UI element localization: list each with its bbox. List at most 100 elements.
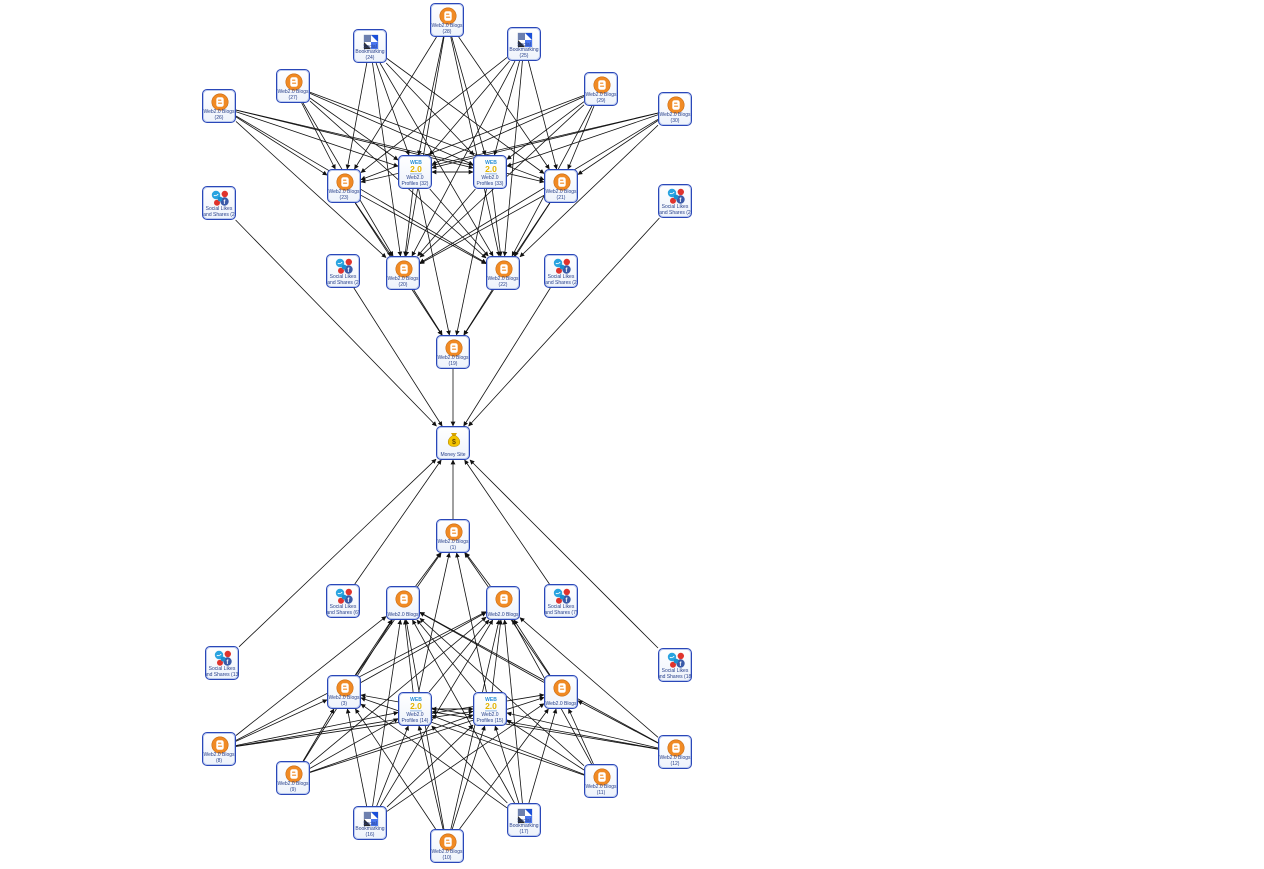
edge-p32-to-b20 <box>403 188 414 257</box>
edge-p15-to-b1 <box>455 552 487 693</box>
blogger-icon <box>495 260 513 278</box>
node-sA[interactable]: f Social Likes and Shares (2 <box>326 254 360 288</box>
svg-text:2.0: 2.0 <box>485 164 497 174</box>
edge-sB-to-money <box>463 287 551 427</box>
edge-b3-to-bL <box>354 619 393 676</box>
bookmark-icon <box>362 33 380 51</box>
node-b12[interactable]: Web2.0 Blogs (12) <box>658 735 692 769</box>
node-label: Web2.0 Blogs (23) <box>328 189 360 201</box>
edge-b30-to-b21 <box>577 120 659 175</box>
node-s7[interactable]: f Social Likes and Shares (7) <box>544 584 578 618</box>
node-s6[interactable]: f Social Likes and Shares (6) <box>326 584 360 618</box>
edge-k17-to-bR <box>502 619 523 804</box>
edge-b11-to-p14 <box>431 714 585 775</box>
node-b4[interactable]: Web2.0 Blogs <box>544 675 578 709</box>
edge-b8-to-bR <box>235 611 487 741</box>
edge-b27-to-p33 <box>309 93 474 166</box>
edge-b20-to-b19 <box>413 289 443 336</box>
node-label: Web2.0 Profiles (32) <box>401 175 429 187</box>
blogger-icon <box>593 768 611 786</box>
node-b1[interactable]: Web2.0 Blogs (1) <box>436 519 470 553</box>
edge-s7-to-money <box>464 459 550 585</box>
edge-b28-to-b23 <box>354 36 437 170</box>
node-b30[interactable]: Web2.0 Blogs (30) <box>658 92 692 126</box>
blogger-icon <box>211 93 229 111</box>
node-k16[interactable]: Social Bookmarking (16) <box>353 806 387 840</box>
edge-k16-to-bL <box>372 619 403 807</box>
node-b20[interactable]: Web2.0 Blogs (20) <box>386 256 420 290</box>
node-label: Web2.0 Blogs (8) <box>203 752 235 764</box>
edge-b28-to-b20 <box>404 36 445 257</box>
money-bag-icon: $ <box>445 430 463 448</box>
node-b23[interactable]: Web2.0 Blogs (23) <box>327 169 361 203</box>
node-bL[interactable]: Web2.0 Blogs <box>386 586 420 620</box>
node-money[interactable]: $ Money Site <box>436 426 470 460</box>
edge-k17-to-p15 <box>494 725 520 804</box>
node-b9[interactable]: Web2.0 Blogs (9) <box>276 761 310 795</box>
edge-p33-to-b19 <box>455 188 487 336</box>
svg-text:2.0: 2.0 <box>410 164 422 174</box>
node-p33[interactable]: WEB 2.0 Web2.0 Profiles (33) <box>473 155 507 189</box>
node-b29[interactable]: Web2.0 Blogs (29) <box>584 72 618 106</box>
node-b26[interactable]: Web2.0 Blogs (26) <box>202 89 236 123</box>
node-k25[interactable]: Social Bookmarking (25) <box>507 27 541 61</box>
svg-text:WEB: WEB <box>485 697 497 703</box>
node-sB[interactable]: f Social Likes and Shares (2 <box>544 254 578 288</box>
edge-k24-to-b22 <box>379 62 494 257</box>
node-sC[interactable]: f Social Likes and Shares (2 <box>202 186 236 220</box>
node-label: Social Likes and Shares (6) <box>326 604 360 616</box>
node-p32[interactable]: WEB 2.0 Web2.0 Profiles (32) <box>398 155 432 189</box>
edge-b10-to-p14 <box>417 725 444 830</box>
node-sD[interactable]: f Social Likes and Shares (2 <box>658 184 692 218</box>
svg-text:2.0: 2.0 <box>485 701 497 711</box>
node-k24[interactable]: Social Bookmarking (24) <box>353 29 387 63</box>
node-b21[interactable]: Web2.0 Blogs (21) <box>544 169 578 203</box>
blogger-icon <box>495 590 513 608</box>
blogger-icon <box>553 173 571 191</box>
node-k17[interactable]: Social Bookmarking (17) <box>507 803 541 837</box>
node-b22[interactable]: Web2.0 Blogs (22) <box>486 256 520 290</box>
bookmark-icon <box>516 31 534 49</box>
node-b10[interactable]: Web2.0 Blogs (10) <box>430 829 464 863</box>
edge-k24-to-b21 <box>386 58 545 174</box>
edge-k16-to-b3 <box>345 708 367 807</box>
blogger-icon <box>285 765 303 783</box>
edge-k17-to-bL <box>412 619 515 804</box>
edge-b11-to-p15 <box>506 719 585 771</box>
node-label: Social Likes and Shares (2 <box>203 206 235 218</box>
edge-bR-to-b1 <box>465 552 491 587</box>
edge-b21-to-b22 <box>513 202 551 257</box>
node-b27[interactable]: Web2.0 Blogs (27) <box>276 69 310 103</box>
node-label: Social Bookmarking (16) <box>355 820 385 838</box>
edge-b26-to-p33 <box>235 109 474 170</box>
edge-b30-to-p32 <box>431 112 659 170</box>
edge-b30-to-b22 <box>519 124 659 258</box>
node-s13[interactable]: f Social Likes and Shares (13) <box>205 646 239 680</box>
node-label: Web2.0 Blogs <box>487 611 519 618</box>
svg-text:f: f <box>565 268 568 274</box>
node-b8[interactable]: Web2.0 Blogs (8) <box>202 732 236 766</box>
node-b19[interactable]: Web2.0 Blogs (19) <box>436 335 470 369</box>
node-label: Social Likes and Shares (2 <box>659 204 691 216</box>
node-p14[interactable]: WEB 2.0 Web2.0 Profiles (14) <box>398 692 432 726</box>
edge-k17-to-p14 <box>431 725 508 804</box>
edge-p14-to-b1 <box>418 552 451 693</box>
node-b28[interactable]: Web2.0 Blogs (28) <box>430 3 464 37</box>
blogger-icon <box>285 73 303 91</box>
edge-b4-to-bL <box>419 612 545 683</box>
bookmark-icon <box>362 810 380 828</box>
blogger-icon <box>336 173 354 191</box>
edge-b26-to-b20 <box>235 121 387 258</box>
node-label: Social Likes and Shares (13) <box>206 666 239 678</box>
node-b3[interactable]: Web2.0 Blogs (3) <box>327 675 361 709</box>
node-bR[interactable]: Web2.0 Blogs <box>486 586 520 620</box>
edge-b12-to-p14 <box>431 710 659 750</box>
edge-b26-to-p32 <box>235 111 399 168</box>
node-b11[interactable]: Web2.0 Blogs (11) <box>584 764 618 798</box>
edge-b21-to-b20 <box>419 195 545 264</box>
node-p15[interactable]: WEB 2.0 Web2.0 Profiles (15) <box>473 692 507 726</box>
edge-p32-to-b22 <box>429 188 489 257</box>
node-label: Web2.0 Blogs (20) <box>387 276 419 288</box>
node-s18[interactable]: f Social Likes and Shares (18) <box>658 648 692 682</box>
node-label: Web2.0 Blogs (3) <box>328 695 360 707</box>
